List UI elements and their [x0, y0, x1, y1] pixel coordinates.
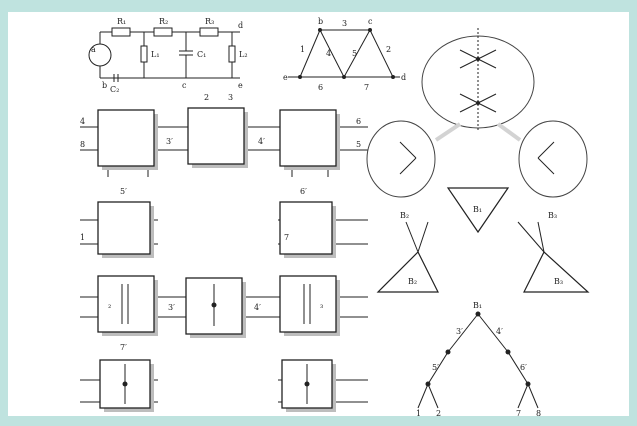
node-a: a — [91, 45, 96, 54]
graph-edge-6: 6 — [318, 83, 323, 92]
block-b2 — [188, 108, 244, 164]
tree-leaf-2: 2 — [436, 409, 441, 416]
cut-6-mid: 6′ — [300, 187, 307, 196]
cluster-diagram — [367, 28, 587, 197]
tree-edge-6: 6′ — [520, 363, 527, 372]
cut-5-mid: 5′ — [120, 187, 127, 196]
tree-edge-3: 3′ — [456, 327, 463, 336]
tree-root: B₁ — [473, 301, 482, 310]
graph-edge-1: 1 — [300, 45, 305, 54]
tree-leaf-7: 7 — [516, 409, 521, 416]
tri-label-b1-top: B₁ — [473, 205, 482, 214]
cut-3-top: 3′ — [166, 137, 173, 146]
graph-edge-5: 5 — [352, 49, 357, 58]
triangle-network: B₁ B₂ B₃ B₂ B₃ — [378, 188, 588, 292]
tri-label-b2-inner: B₂ — [408, 277, 417, 286]
block-decomposition: 4 8 3′ 4′ 6 5 2 3 5′ 6′ 1 7 ₂ ₃ — [80, 93, 368, 412]
graph-edge-2: 2 — [386, 45, 391, 54]
tri-label-b2-left: B₂ — [400, 211, 409, 220]
decomposition-tree: B₁ 3′ 4′ 5′ 6′ 1 2 7 8 — [416, 301, 541, 416]
port-4-left: 4 — [80, 117, 85, 126]
node-d: d — [238, 21, 243, 30]
graph-node-c: c — [368, 17, 373, 26]
resistor-r1 — [112, 28, 130, 36]
graph-node-e: e — [283, 73, 288, 82]
coil-l1 — [141, 46, 147, 62]
circuit-schematic: R₁ R₂ R₃ L₁ C₁ L₂ C₂ a b c d e — [89, 17, 248, 94]
tree-leaf-8: 8 — [536, 409, 541, 416]
tri-label-b3-inner: B₃ — [554, 277, 563, 286]
label-r1: R₁ — [117, 17, 126, 26]
node-e: e — [238, 81, 243, 90]
coil-l2 — [229, 46, 235, 62]
network-graph: b c e d 1 4 3 5 2 6 7 — [283, 17, 406, 92]
label-l1: L₁ — [151, 50, 160, 59]
figure-panel: R₁ R₂ R₃ L₁ C₁ L₂ C₂ a b c d e b — [8, 12, 629, 416]
tree-leaf-1: 1 — [416, 409, 421, 416]
triangle-right — [524, 252, 588, 292]
cluster-left — [367, 121, 435, 197]
node-c: c — [182, 81, 187, 90]
block-b5 — [280, 202, 332, 254]
block-b3 — [280, 110, 336, 166]
graph-edge-7: 7 — [364, 83, 369, 92]
block-b1 — [98, 110, 154, 166]
resistor-r2 — [154, 28, 172, 36]
node-b: b — [102, 81, 107, 90]
cut-4-top: 4′ — [258, 137, 265, 146]
block-c3 — [280, 276, 336, 332]
triangle-left — [378, 252, 438, 292]
port-6-right: 6 — [356, 117, 361, 126]
graph-node-d: d — [401, 73, 406, 82]
label-c1: C₁ — [197, 50, 206, 59]
graph-node-b: b — [318, 17, 323, 26]
port-1-left: 1 — [80, 233, 85, 242]
port-7-right: 7 — [284, 233, 289, 242]
graph-edge-4: 4 — [326, 49, 331, 58]
symbol-c1: ₂ — [108, 301, 111, 310]
tree-edge-4: 4′ — [496, 327, 503, 336]
port-5-right: 5 — [356, 140, 361, 149]
label-r2: R₂ — [159, 17, 168, 26]
block-c1 — [98, 276, 154, 332]
tree-edge-5: 5′ — [432, 363, 439, 372]
port-8-left: 8 — [80, 140, 85, 149]
cut-3-row3: 3′ — [168, 303, 175, 312]
cut-4-row3: 4′ — [254, 303, 261, 312]
cut-7-row4: 7′ — [120, 343, 127, 352]
symbol-c3: ₃ — [320, 301, 323, 310]
resistor-r3 — [200, 28, 218, 36]
label-l2: L₂ — [239, 50, 248, 59]
cluster-right — [519, 121, 587, 197]
tri-label-b3-right: B₃ — [548, 211, 557, 220]
port-2-top: 2 — [204, 93, 209, 102]
block-b4 — [98, 202, 150, 254]
graph-edge-3: 3 — [342, 19, 347, 28]
port-3-top: 3 — [228, 93, 233, 102]
label-c2: C₂ — [110, 85, 119, 94]
label-r3: R₃ — [205, 17, 214, 26]
